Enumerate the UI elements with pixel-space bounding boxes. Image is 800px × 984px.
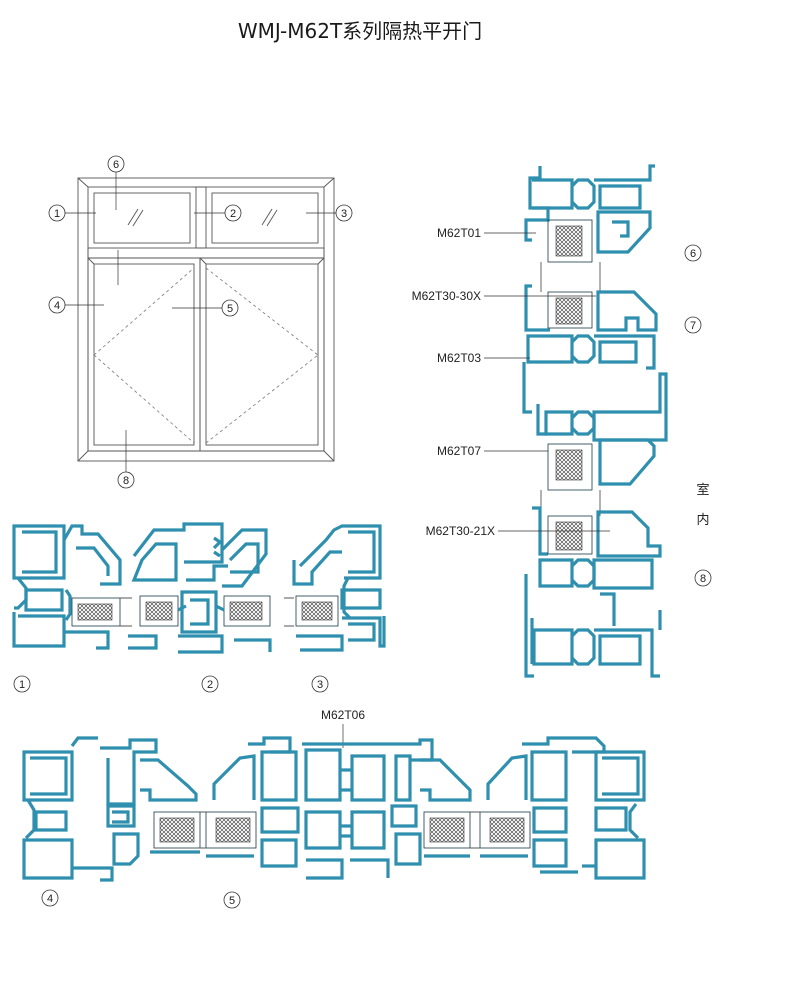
lower-section-callouts: 4 5 xyxy=(41,889,241,909)
part-labels: M62T01 M62T30-30X M62T03 M62T07 M62T30-2… xyxy=(321,226,495,722)
horizontal-section-upper xyxy=(12,522,386,654)
callout-2: 2 xyxy=(224,204,242,222)
indoor-label-2: 内 xyxy=(696,512,709,528)
svg-text:6: 6 xyxy=(690,248,696,260)
window-elevation xyxy=(64,172,336,472)
label-m62t06: M62T06 xyxy=(321,708,365,722)
svg-text:1: 1 xyxy=(19,679,25,691)
callout-8: 8 xyxy=(117,471,135,489)
callout-1: 1 xyxy=(48,204,66,222)
svg-text:6: 6 xyxy=(113,159,119,171)
label-m62t30-30x: M62T30-30X xyxy=(412,289,481,303)
svg-text:5: 5 xyxy=(227,303,233,315)
vertical-callouts: 6 7 8 xyxy=(684,244,712,587)
hcallout-2: 2 xyxy=(201,675,219,693)
horizontal-section-lower xyxy=(22,724,646,882)
hcallout-1: 1 xyxy=(13,675,31,693)
svg-text:1: 1 xyxy=(54,208,60,220)
label-m62t30-21x: M62T30-21X xyxy=(426,524,495,538)
svg-text:4: 4 xyxy=(47,893,53,905)
callout-5: 5 xyxy=(221,299,239,317)
vcallout-6: 6 xyxy=(684,244,702,262)
indoor-label-1: 室 xyxy=(696,482,709,498)
svg-text:2: 2 xyxy=(207,679,213,691)
svg-text:8: 8 xyxy=(123,475,129,487)
window-callouts: 6 1 2 3 4 5 8 xyxy=(48,155,353,489)
callout-4: 4 xyxy=(48,296,66,314)
svg-text:5: 5 xyxy=(229,895,235,907)
hcallout-5: 5 xyxy=(223,891,241,909)
label-m62t03: M62T03 xyxy=(437,351,481,365)
svg-text:2: 2 xyxy=(230,208,236,220)
hcallout-4: 4 xyxy=(41,889,59,907)
callout-3: 3 xyxy=(335,204,353,222)
callout-6: 6 xyxy=(107,155,125,173)
hcallout-3: 3 xyxy=(311,675,329,693)
page-title: WMJ-M62T系列隔热平开门 xyxy=(238,19,482,43)
label-m62t01: M62T01 xyxy=(437,226,481,240)
vcallout-7: 7 xyxy=(684,316,702,334)
vertical-section xyxy=(484,164,668,678)
svg-text:3: 3 xyxy=(341,208,347,220)
upper-section-callouts: 1 2 3 xyxy=(13,675,329,693)
label-m62t07: M62T07 xyxy=(437,444,481,458)
svg-text:3: 3 xyxy=(317,679,323,691)
vcallout-8: 8 xyxy=(694,569,712,587)
svg-text:4: 4 xyxy=(54,300,60,312)
svg-text:7: 7 xyxy=(690,320,696,332)
svg-text:8: 8 xyxy=(700,573,706,585)
